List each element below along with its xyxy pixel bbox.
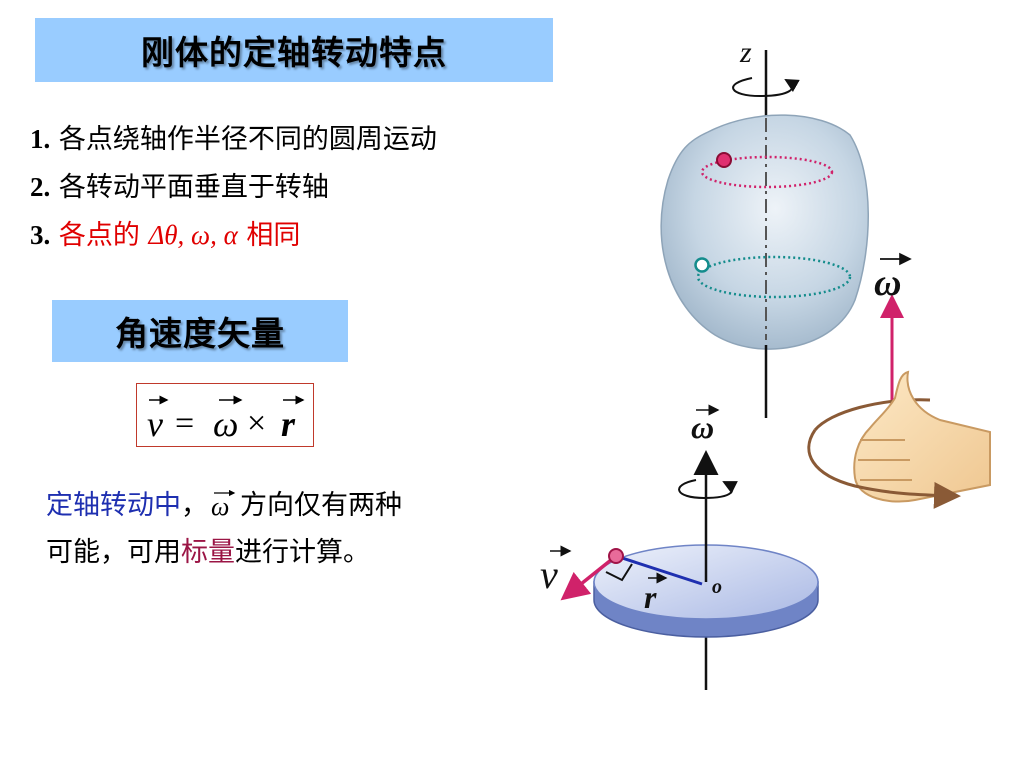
highlight-scalar: 标量 [181,537,235,568]
omega-label-hand: ω [874,262,901,304]
right-angle-mark [605,563,633,582]
circle-path-upper [700,155,834,189]
rotating-disk-figure: ω v r o [540,404,819,690]
rotation-arrow-icon [732,77,800,98]
point-upper [716,152,732,168]
right-hand-rule-figure: ω [807,252,991,509]
origin-label: o [712,576,722,598]
paragraph-text: 进行计算。 [235,537,370,568]
disk-point [608,548,624,564]
list-symbols: Δθ, ω, α [148,220,238,250]
list-number: 1. [30,124,51,154]
paragraph-text: 方向仅有两种 [240,490,402,521]
section-title-angular-velocity: 角速度矢量 [52,300,348,362]
circle-path-lower [696,255,852,299]
curl-arrow-icon [807,429,961,509]
formula-r: r [281,404,296,444]
point-lower [694,257,710,273]
velocity-arrow [560,554,618,601]
hand-icon [853,370,991,503]
finger-lines [858,439,912,481]
list-text: 各点绕轴作半径不同的圆周运动 [58,124,437,155]
inline-omega-vector: ω [211,489,236,518]
list-item-1: 1. 各点绕轴作半径不同的圆周运动 [30,117,437,156]
rigid-body-figure: z [660,36,869,418]
list-text-suffix: 相同 [246,220,301,251]
list-number: 3. [30,220,51,250]
paragraph-text: 可能，可用 [46,537,181,568]
comma: ， [181,490,208,521]
paragraph-line-2: 可能，可用标量进行计算。 [46,530,370,569]
omega-label-disk: ω [691,409,714,445]
list-text-prefix: 各点的 [58,220,140,251]
formula-v: v [147,404,163,444]
formula-box: v = ω × r [136,383,314,447]
radius-line [615,554,703,586]
velocity-label: v [540,552,558,597]
list-item-2: 2. 各转动平面垂直于转轴 [30,165,329,204]
paragraph-line-1: 定轴转动中，ω 方向仅有两种 [46,483,402,522]
formula-equals: = [175,405,194,442]
inline-omega: ω [211,492,229,518]
formula-omega: ω [213,404,238,444]
radius-label: r [644,579,657,615]
rotation-arrow-icon [678,479,738,500]
rigid-body-shape [660,114,869,350]
formula-svg: v = ω × r [147,395,305,444]
list-number: 2. [30,172,51,202]
section-title-rotation-features: 刚体的定轴转动特点 [35,18,553,82]
list-item-3: 3. 各点的 Δθ, ω, α 相同 [30,213,300,252]
axis-label-z: z [739,36,752,69]
highlight-fixed-axis: 定轴转动中 [46,490,181,521]
list-text: 各转动平面垂直于转轴 [58,172,329,203]
formula-times: × [247,405,266,442]
